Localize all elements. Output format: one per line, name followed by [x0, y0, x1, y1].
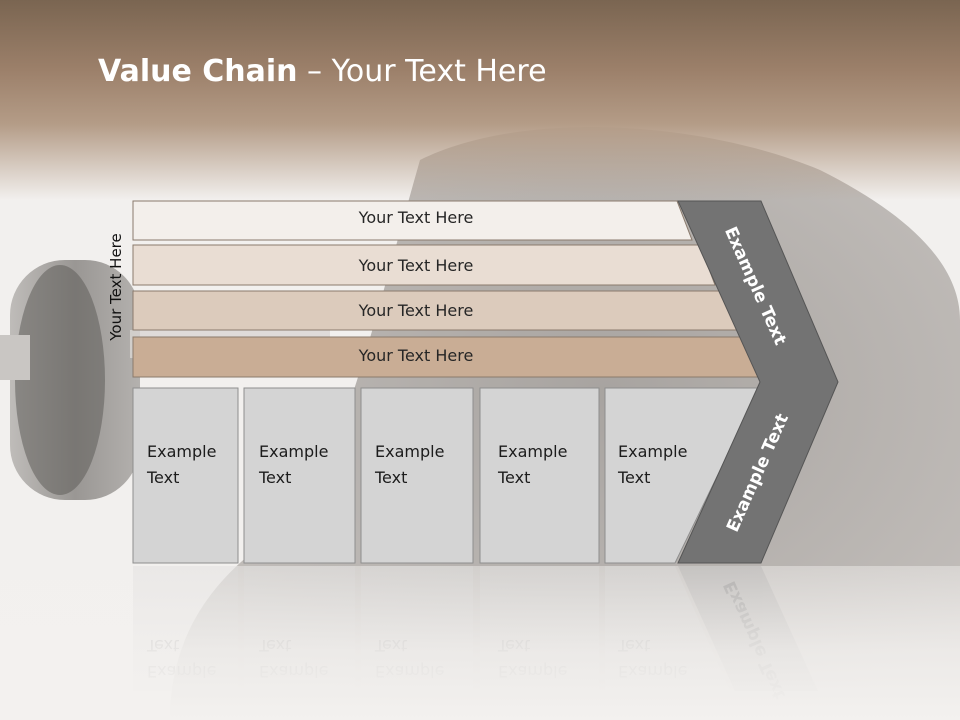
cell-3-label: Example Text [375, 442, 445, 487]
cell-2-label: Example Text [259, 442, 329, 487]
cell-1 [132, 387, 239, 564]
cell-3 [360, 387, 474, 564]
bar-1 [132, 200, 693, 241]
bar-2-label: Your Text Here [358, 256, 474, 275]
bar-2 [132, 244, 716, 286]
slide-title: Value Chain – Your Text Here [98, 54, 547, 89]
bar-4-label: Your Text Here [358, 346, 474, 365]
reflection-fade [0, 566, 960, 720]
cell-4 [479, 387, 600, 564]
chevron-arrow [677, 200, 839, 564]
bar-3-label: Your Text Here [358, 301, 474, 320]
title-bold: Value Chain [98, 54, 298, 89]
header-band [0, 0, 960, 200]
bar-1-label: Your Text Here [358, 208, 474, 227]
cell-5-label: Example Text [618, 442, 688, 487]
cell-5 [604, 387, 761, 564]
title-rest: – Your Text Here [297, 54, 547, 89]
cell-4-label: Example Text [498, 442, 568, 487]
cell-2 [243, 387, 356, 564]
cell-1-label: Example Text [147, 442, 217, 487]
